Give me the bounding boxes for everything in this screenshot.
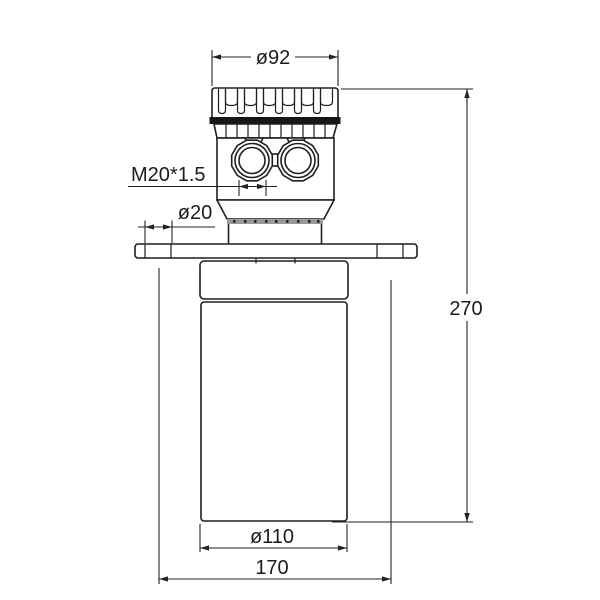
- lock-ring: [213, 123, 339, 139]
- thread-dot: [308, 220, 311, 223]
- knurl-slot: [312, 88, 322, 115]
- arrowhead-right: [382, 576, 391, 582]
- gland-circle-left: [234, 142, 270, 179]
- label-mask: [251, 45, 295, 68]
- device-outline: [134, 87, 418, 522]
- dim-horn-diameter: ø110: [199, 524, 348, 552]
- knurl-slot-wide: [262, 88, 277, 107]
- terminal-cap: [209, 87, 341, 124]
- knurl-slot: [255, 88, 265, 115]
- knurl-slot-wide: [243, 88, 258, 107]
- label-mask: [447, 294, 487, 321]
- thread-dot: [297, 220, 300, 223]
- label-cap-diameter: ø92: [256, 47, 290, 69]
- knurl-pattern: [217, 88, 334, 115]
- knurl-slot-wide: [319, 88, 334, 107]
- arrowhead-right: [163, 224, 172, 230]
- thread-dot: [233, 220, 236, 223]
- thread-dot: [244, 220, 247, 223]
- cap-seal-band: [209, 117, 341, 124]
- transducer-horn: [200, 301, 348, 522]
- knurl-slot: [217, 88, 227, 115]
- transducer-collar: [199, 260, 349, 300]
- thread-dot: [265, 220, 268, 223]
- label-flange-hole-diameter: ø20: [178, 202, 212, 224]
- knurl-slot-wide: [300, 88, 315, 107]
- arrowhead-left: [212, 54, 221, 60]
- dim-bolt-circle: 170: [158, 268, 392, 584]
- arrowhead-up: [464, 89, 470, 98]
- gland-hex-left: [230, 139, 274, 182]
- transducer: [199, 258, 349, 522]
- dim-overall-height: 270: [332, 88, 487, 523]
- arrowhead-right: [257, 183, 266, 190]
- knurl-slot: [236, 88, 246, 115]
- thread-dot: [275, 220, 278, 223]
- thread-dots: [233, 220, 320, 223]
- dim-flange-hole: ø20: [138, 202, 215, 243]
- cable-glands: [230, 139, 320, 182]
- mounting-flange: [134, 243, 418, 259]
- thread-dot: [317, 220, 320, 223]
- taper: [215, 199, 336, 220]
- arrowhead-right: [329, 54, 338, 60]
- gland-thread-left: [238, 146, 266, 175]
- knurl-slot-wide: [281, 88, 296, 107]
- arrowhead-down: [464, 513, 470, 522]
- gland-circle-right: [280, 142, 316, 179]
- label-overall-height: 270: [449, 298, 482, 320]
- dim-cap-diameter: ø92: [211, 45, 339, 86]
- arrowhead-left: [145, 224, 154, 230]
- flange-plate: [134, 243, 418, 259]
- label-bolt-circle: 170: [255, 557, 288, 579]
- arrowhead-right: [338, 545, 347, 551]
- label-gland-thread: M20*1.5: [131, 164, 206, 186]
- label-sensor-diameter: ø110: [250, 526, 294, 548]
- lock-ring-outline: [213, 123, 339, 139]
- cable-gland-right: [276, 139, 320, 182]
- gland-thread-right: [284, 146, 312, 175]
- arrowhead-left: [159, 576, 168, 582]
- knurl-slot: [274, 88, 284, 115]
- thread-dot: [286, 220, 289, 223]
- knurl-slot: [293, 88, 303, 115]
- arrowhead-left: [239, 183, 248, 190]
- dim-gland-thread: M20*1.5: [128, 164, 277, 196]
- gland-hex-right: [276, 139, 320, 182]
- dimensions: ø92 270 M20*1.5: [128, 45, 487, 584]
- arrowhead-left: [200, 545, 209, 551]
- lock-ring-teeth: [225, 124, 326, 138]
- cable-gland-left: [230, 139, 274, 182]
- knurl-slot-wide: [224, 88, 239, 107]
- neck: [215, 199, 336, 244]
- thread-dot: [254, 220, 257, 223]
